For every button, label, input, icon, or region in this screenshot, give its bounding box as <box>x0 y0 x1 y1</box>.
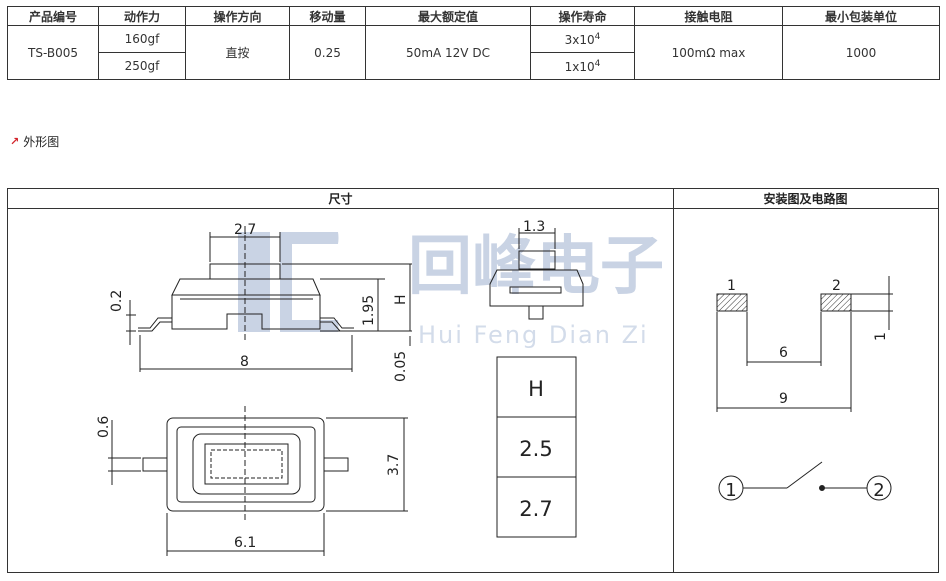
dim-plunger-width: 1.3 <box>523 219 545 235</box>
top-view <box>108 406 408 556</box>
dim-width: 3.7 <box>386 454 402 476</box>
h-table: H 2.5 2.7 <box>496 356 577 538</box>
dim-body-height: 1.95 <box>361 295 377 326</box>
front-slot <box>509 286 562 294</box>
dimension-header: 尺寸 <box>8 189 673 209</box>
life-1-exp: 4 <box>594 31 601 42</box>
red-arrow-icon: ↗ <box>10 135 20 148</box>
switch-lever <box>786 461 823 489</box>
header-rating: 最大额定值 <box>365 6 531 26</box>
dim-inner: 6 <box>779 345 788 361</box>
switch-contact <box>819 485 825 491</box>
front-view <box>489 228 584 320</box>
mounting-labels: 1 2 6 9 1 <box>727 278 889 407</box>
top-inner-frame <box>176 426 316 503</box>
dim-gap: 0.05 <box>393 351 409 382</box>
cell-rating: 50mA 12V DC <box>365 25 531 80</box>
top-view-labels: 0.6 3.7 6.1 <box>96 416 402 551</box>
cell-life-2: 1x104 <box>530 52 635 80</box>
dim-pad-height: 1 <box>873 332 889 341</box>
pad-2 <box>820 293 852 312</box>
watermark: 回峰电子 Hui Feng Dian Zi <box>238 230 664 349</box>
mounting-diagram <box>716 276 893 412</box>
spec-table: 产品编号 动作力 操作方向 移动量 最大额定值 操作寿命 接触电阻 最小包装单位… <box>7 6 940 80</box>
life-2-exp: 4 <box>594 58 601 69</box>
front-housing <box>489 269 584 307</box>
pin-1-label: 1 <box>727 278 736 294</box>
dim-length: 8 <box>240 354 249 370</box>
side-view-labels: 2.7 0.2 8 1.95 H 0.05 <box>109 222 409 382</box>
h-table-value: 2.5 <box>519 437 552 461</box>
h-table-border <box>496 356 577 538</box>
top-lead-right <box>323 457 349 472</box>
watermark-logo-icon <box>238 232 339 332</box>
spec-row: TS-B005 160gf 直按 0.25 50mA 12V DC 3x104 … <box>7 25 940 80</box>
spec-header-row: 产品编号 动作力 操作方向 移动量 最大额定值 操作寿命 接触电阻 最小包装单位 <box>7 6 940 26</box>
circuit-node-2-label: 2 <box>873 480 884 501</box>
dim-top-width: 2.7 <box>234 222 256 238</box>
circuit-diagram <box>718 461 892 501</box>
watermark-pinyin: Hui Feng Dian Zi <box>418 321 649 349</box>
h-table-header: H <box>528 377 544 401</box>
drawing-frame: 尺寸 安装图及电路图 <box>7 188 939 573</box>
dim-lead-height: 0.2 <box>109 290 125 312</box>
side-leads <box>138 317 354 329</box>
top-button-inner <box>210 449 283 479</box>
dim-body-length: 6.1 <box>234 535 256 551</box>
mounting-header: 安装图及电路图 <box>673 189 938 209</box>
front-lead <box>528 305 544 320</box>
watermark-name: 回峰电子 <box>408 230 664 304</box>
cell-resistance: 100mΩ max <box>634 25 783 80</box>
dim-total-height: H <box>393 294 409 305</box>
dim-lead-width: 0.6 <box>96 416 112 438</box>
section-heading: ↗ 外形图 <box>10 133 59 150</box>
circuit-node-1-label: 1 <box>725 480 736 501</box>
cell-travel: 0.25 <box>289 25 366 80</box>
front-plunger <box>518 250 556 270</box>
side-view <box>126 226 412 372</box>
spec-row: 250gf 1x104 <box>8 52 940 80</box>
top-actuator <box>192 433 301 495</box>
cell-min-pack: 1000 <box>782 25 940 80</box>
cell-direction: 直按 <box>185 25 290 80</box>
section-title: 外形图 <box>23 135 60 149</box>
top-button <box>204 443 289 485</box>
frame-divider <box>673 189 674 572</box>
pin-2-label: 2 <box>832 278 841 294</box>
life-1-base: 3x10 <box>564 32 595 47</box>
life-2-base: 1x10 <box>564 59 595 74</box>
dim-outer: 9 <box>779 391 788 407</box>
pad-1 <box>716 293 748 312</box>
cell-force-1: 160gf <box>98 25 186 53</box>
housing-body <box>171 295 321 330</box>
top-lead-left <box>142 457 168 472</box>
cell-force-2: 250gf <box>98 52 186 80</box>
h-table-value: 2.7 <box>519 497 552 521</box>
